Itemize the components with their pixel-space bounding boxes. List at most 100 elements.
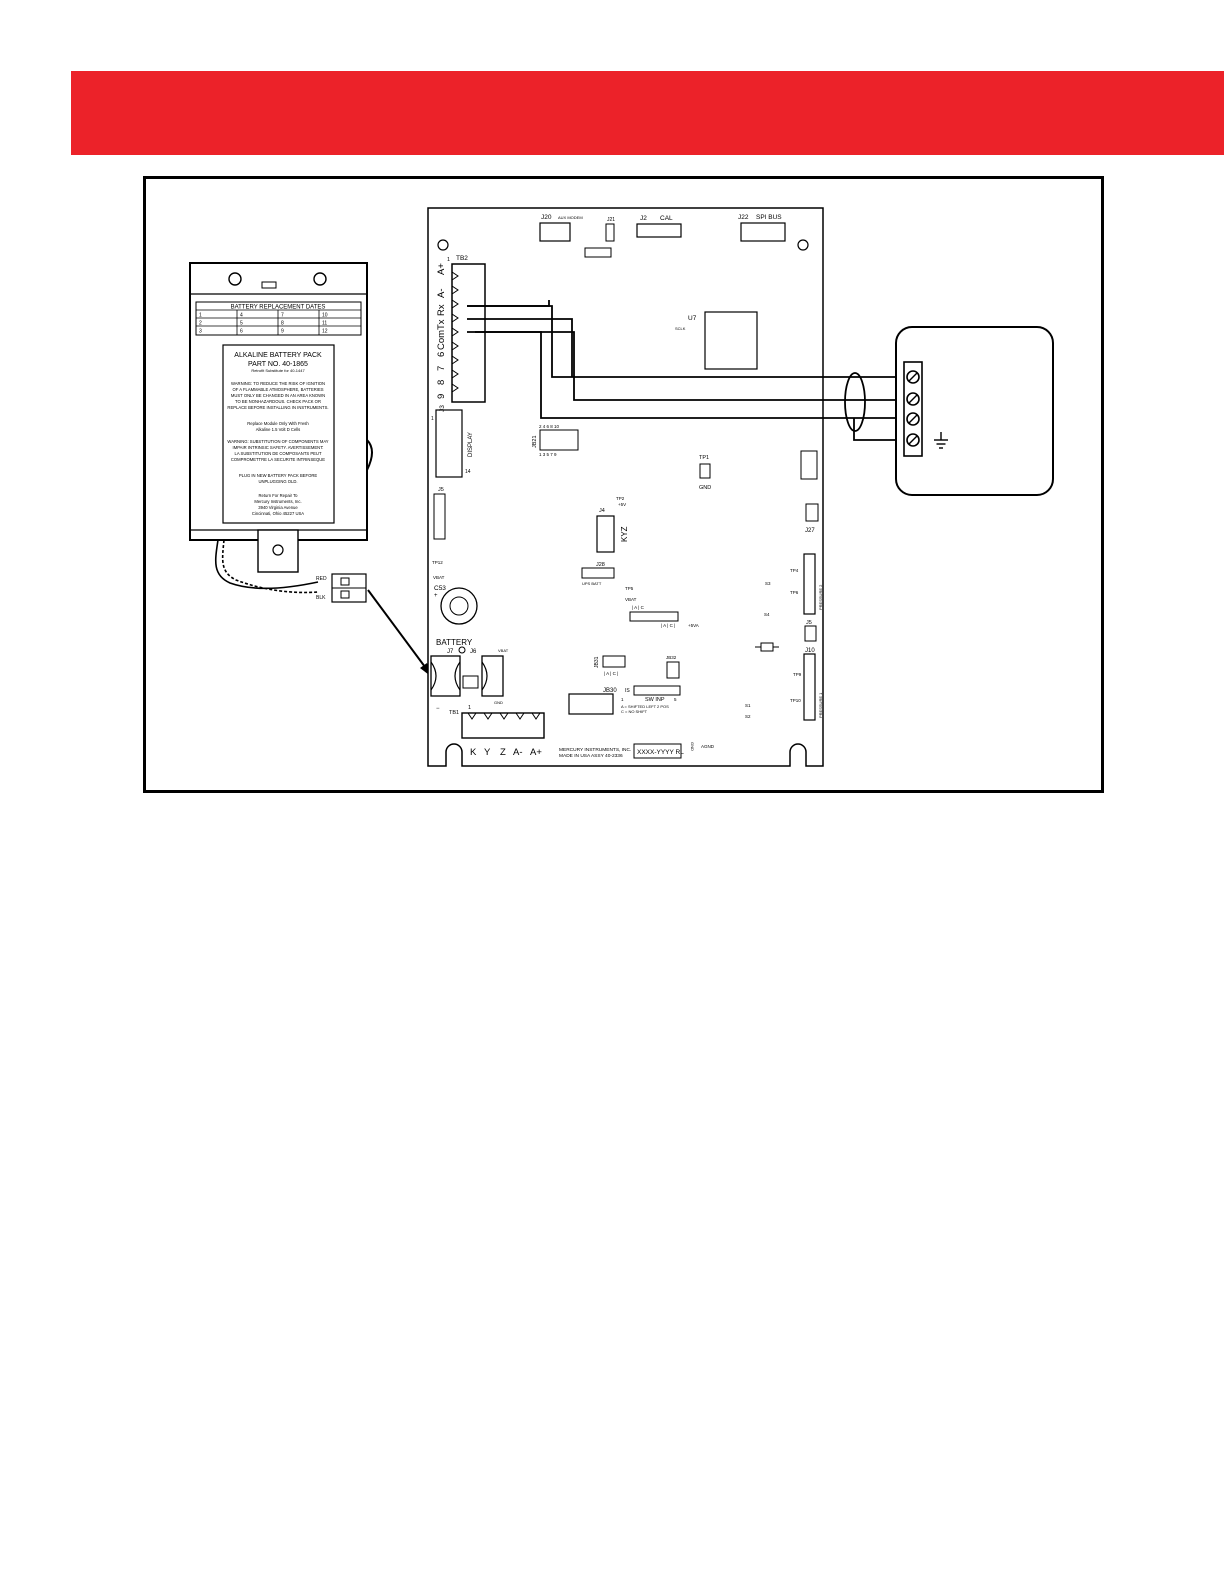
table-cell: 7 — [281, 313, 284, 319]
replace-line: Alkaline 1.5 Volt D Cells — [256, 427, 300, 432]
terminal-screw-4 — [906, 433, 920, 447]
pressure-2-label: PRESSURE 2 — [818, 584, 823, 610]
jb32-label: JB32 — [666, 655, 677, 660]
substitution-line: LA SUBSTITUTION DE COMPOSANTS PEUT — [234, 451, 321, 456]
j6-label: J6 — [470, 649, 477, 655]
s1-label: S1 — [745, 703, 751, 708]
battery-label-title: ALKALINE BATTERY PACK — [234, 352, 322, 359]
jb30-side-label: IS — [625, 688, 630, 694]
j1-bottom-label: | A | C | — [661, 623, 675, 628]
signal-wires — [467, 300, 904, 441]
warning-line: MUST ONLY BE CHANGED IN AN AREA KNOWN — [231, 393, 325, 398]
jb30-label: JB30 — [603, 688, 617, 694]
substitution-line: IMPAIR INTRINSIC SAFETY. AVERTISSEMENT: — [233, 445, 324, 450]
tb2-label: TB2 — [456, 255, 468, 262]
battery-retrofit-note: Retrofit Substitute for 40-1447 — [251, 368, 305, 373]
tp6-label: TP6 — [790, 590, 799, 595]
battery-jack-label: BATTERY — [436, 638, 473, 647]
serial-label: XXXX-YYYY RL — [637, 749, 684, 756]
tb2-pin-com: Com — [436, 330, 447, 350]
sw-note-c: C = NO SHIFT — [621, 709, 648, 714]
table-cell: 12 — [322, 329, 328, 335]
ups-batt-label: UPS BATT — [582, 581, 602, 586]
tb2-pin-6: 6 — [436, 352, 447, 357]
j10-label: J10 — [805, 648, 815, 654]
tb1-pin-a-minus: A- — [513, 747, 523, 758]
table-cell: 5 — [240, 321, 243, 327]
s2-label: S2 — [745, 714, 751, 719]
tb2-pin1-label: 1 — [447, 257, 450, 263]
warning-line: WARNING: TO REDUCE THE RISK OF IGNITION — [231, 381, 325, 386]
connector-red-label: RED — [316, 576, 327, 582]
tp10-label: TP10 — [790, 698, 801, 703]
plus-5va-label: +5VA — [688, 623, 699, 628]
jb21-top-pins: 2 4 6 8 10 — [539, 424, 560, 429]
jack-gnd-label: GND — [494, 700, 503, 705]
s4-label: S4 — [764, 612, 770, 617]
tb1-pin-y: Y — [484, 747, 491, 758]
vbat-jack-label: VBAT — [498, 648, 509, 653]
tb2-pin-7: 7 — [436, 366, 447, 371]
table-cell: 6 — [240, 329, 243, 335]
terminal-screw-1 — [906, 370, 920, 384]
spi-bus-label: SPI BUS — [756, 214, 782, 221]
maker-line: MERCURY INSTRUMENTS, INC. — [559, 747, 631, 753]
tb2-pin-a-minus: A- — [436, 289, 447, 299]
return-line: Mercury Instruments, Inc. — [254, 499, 301, 504]
header-band — [71, 71, 1224, 155]
wiring-diagram: BATTERY REPLACEMENT DATES 1 4 7 10 2 5 8… — [189, 207, 1054, 767]
c53-plus: + — [434, 593, 438, 599]
battery-pack: BATTERY REPLACEMENT DATES 1 4 7 10 2 5 8… — [189, 262, 373, 603]
j1-group-label: | A | C — [632, 605, 645, 610]
table-cell: 1 — [199, 313, 202, 319]
diagram-frame: BATTERY REPLACEMENT DATES 1 4 7 10 2 5 8… — [143, 176, 1104, 793]
j21-label: J21 — [607, 217, 615, 223]
j2-label: J2 — [640, 215, 647, 222]
jb21-label: JB21 — [532, 435, 538, 448]
tp1-label: TP1 — [699, 455, 709, 461]
tb1-pin-k: K — [470, 747, 477, 758]
warning-line: TO BE NONHAZARDOUS. CHECK PACK OR — [235, 399, 321, 404]
tb-gnd-label: GND — [690, 742, 695, 751]
warning-line: OF A FLAMMABLE ATMOSPHERE, BATTERIES — [232, 387, 323, 392]
return-line: Return For Repair To — [258, 493, 298, 498]
warning-line: REPLACE BEFORE INSTALLING IN INSTRUMENTS… — [227, 405, 328, 410]
tp1-gnd-label: GND — [699, 485, 711, 491]
u7-label: U7 — [688, 315, 697, 322]
kyz-label: KYZ — [620, 526, 629, 542]
j20-label: J20 — [541, 214, 552, 221]
j22-label: J22 — [738, 214, 749, 221]
c53-label: C53 — [434, 585, 446, 592]
tb1-pin-a-plus: A+ — [530, 747, 542, 758]
j5-right-label: J5 — [806, 620, 812, 626]
terminal-screw-3 — [906, 412, 920, 426]
tb2-pin-9: 9 — [436, 394, 447, 399]
tb2-pin-8: 8 — [436, 380, 447, 385]
j4-label: J4 — [599, 508, 605, 514]
battery-part-number: PART NO. 40-1865 — [248, 361, 308, 368]
u7-sclk-label: SCLK — [675, 326, 686, 331]
pressure-1-label: PRESSURE 1 — [818, 692, 823, 718]
table-cell: 2 — [199, 321, 202, 327]
tb2-pin-rx: Rx — [436, 304, 447, 316]
tp12-label: TP12 — [432, 560, 443, 565]
battery-table-title: BATTERY REPLACEMENT DATES — [231, 305, 326, 311]
jb31-pins: | A | C | — [604, 671, 618, 676]
jb21-bottom-pins: 1 3 5 7 9 — [539, 452, 557, 457]
tp4-label: TP4 — [790, 568, 799, 573]
tp5-label: TP5 — [625, 586, 634, 591]
sw-inp-label: SW INP — [645, 697, 665, 703]
plug-line: UNPLUGGING OLD. — [258, 479, 297, 484]
display-pin1: 1 — [431, 416, 434, 422]
aux-modem-label: AUX MODEM — [558, 215, 583, 220]
maker-line: MADE IN USA ASSY 40-2336 — [559, 753, 623, 759]
sw-pin-5: 5 — [674, 697, 677, 702]
connector-blk-label: BLK — [316, 595, 326, 601]
battery-minus: − — [436, 706, 440, 712]
j3-label: J3 — [439, 405, 446, 412]
substitution-line: WARNING: SUBSTITUTION OF COMPONENTS MAY — [227, 439, 328, 444]
circuit-board: J20 AUX MODEM J21 J2 CAL J22 SPI BUS 1 T… — [427, 207, 824, 767]
table-cell: 4 — [240, 313, 243, 319]
return-line: 3940 Virginia Avenue — [258, 505, 298, 510]
table-cell: 9 — [281, 329, 284, 335]
